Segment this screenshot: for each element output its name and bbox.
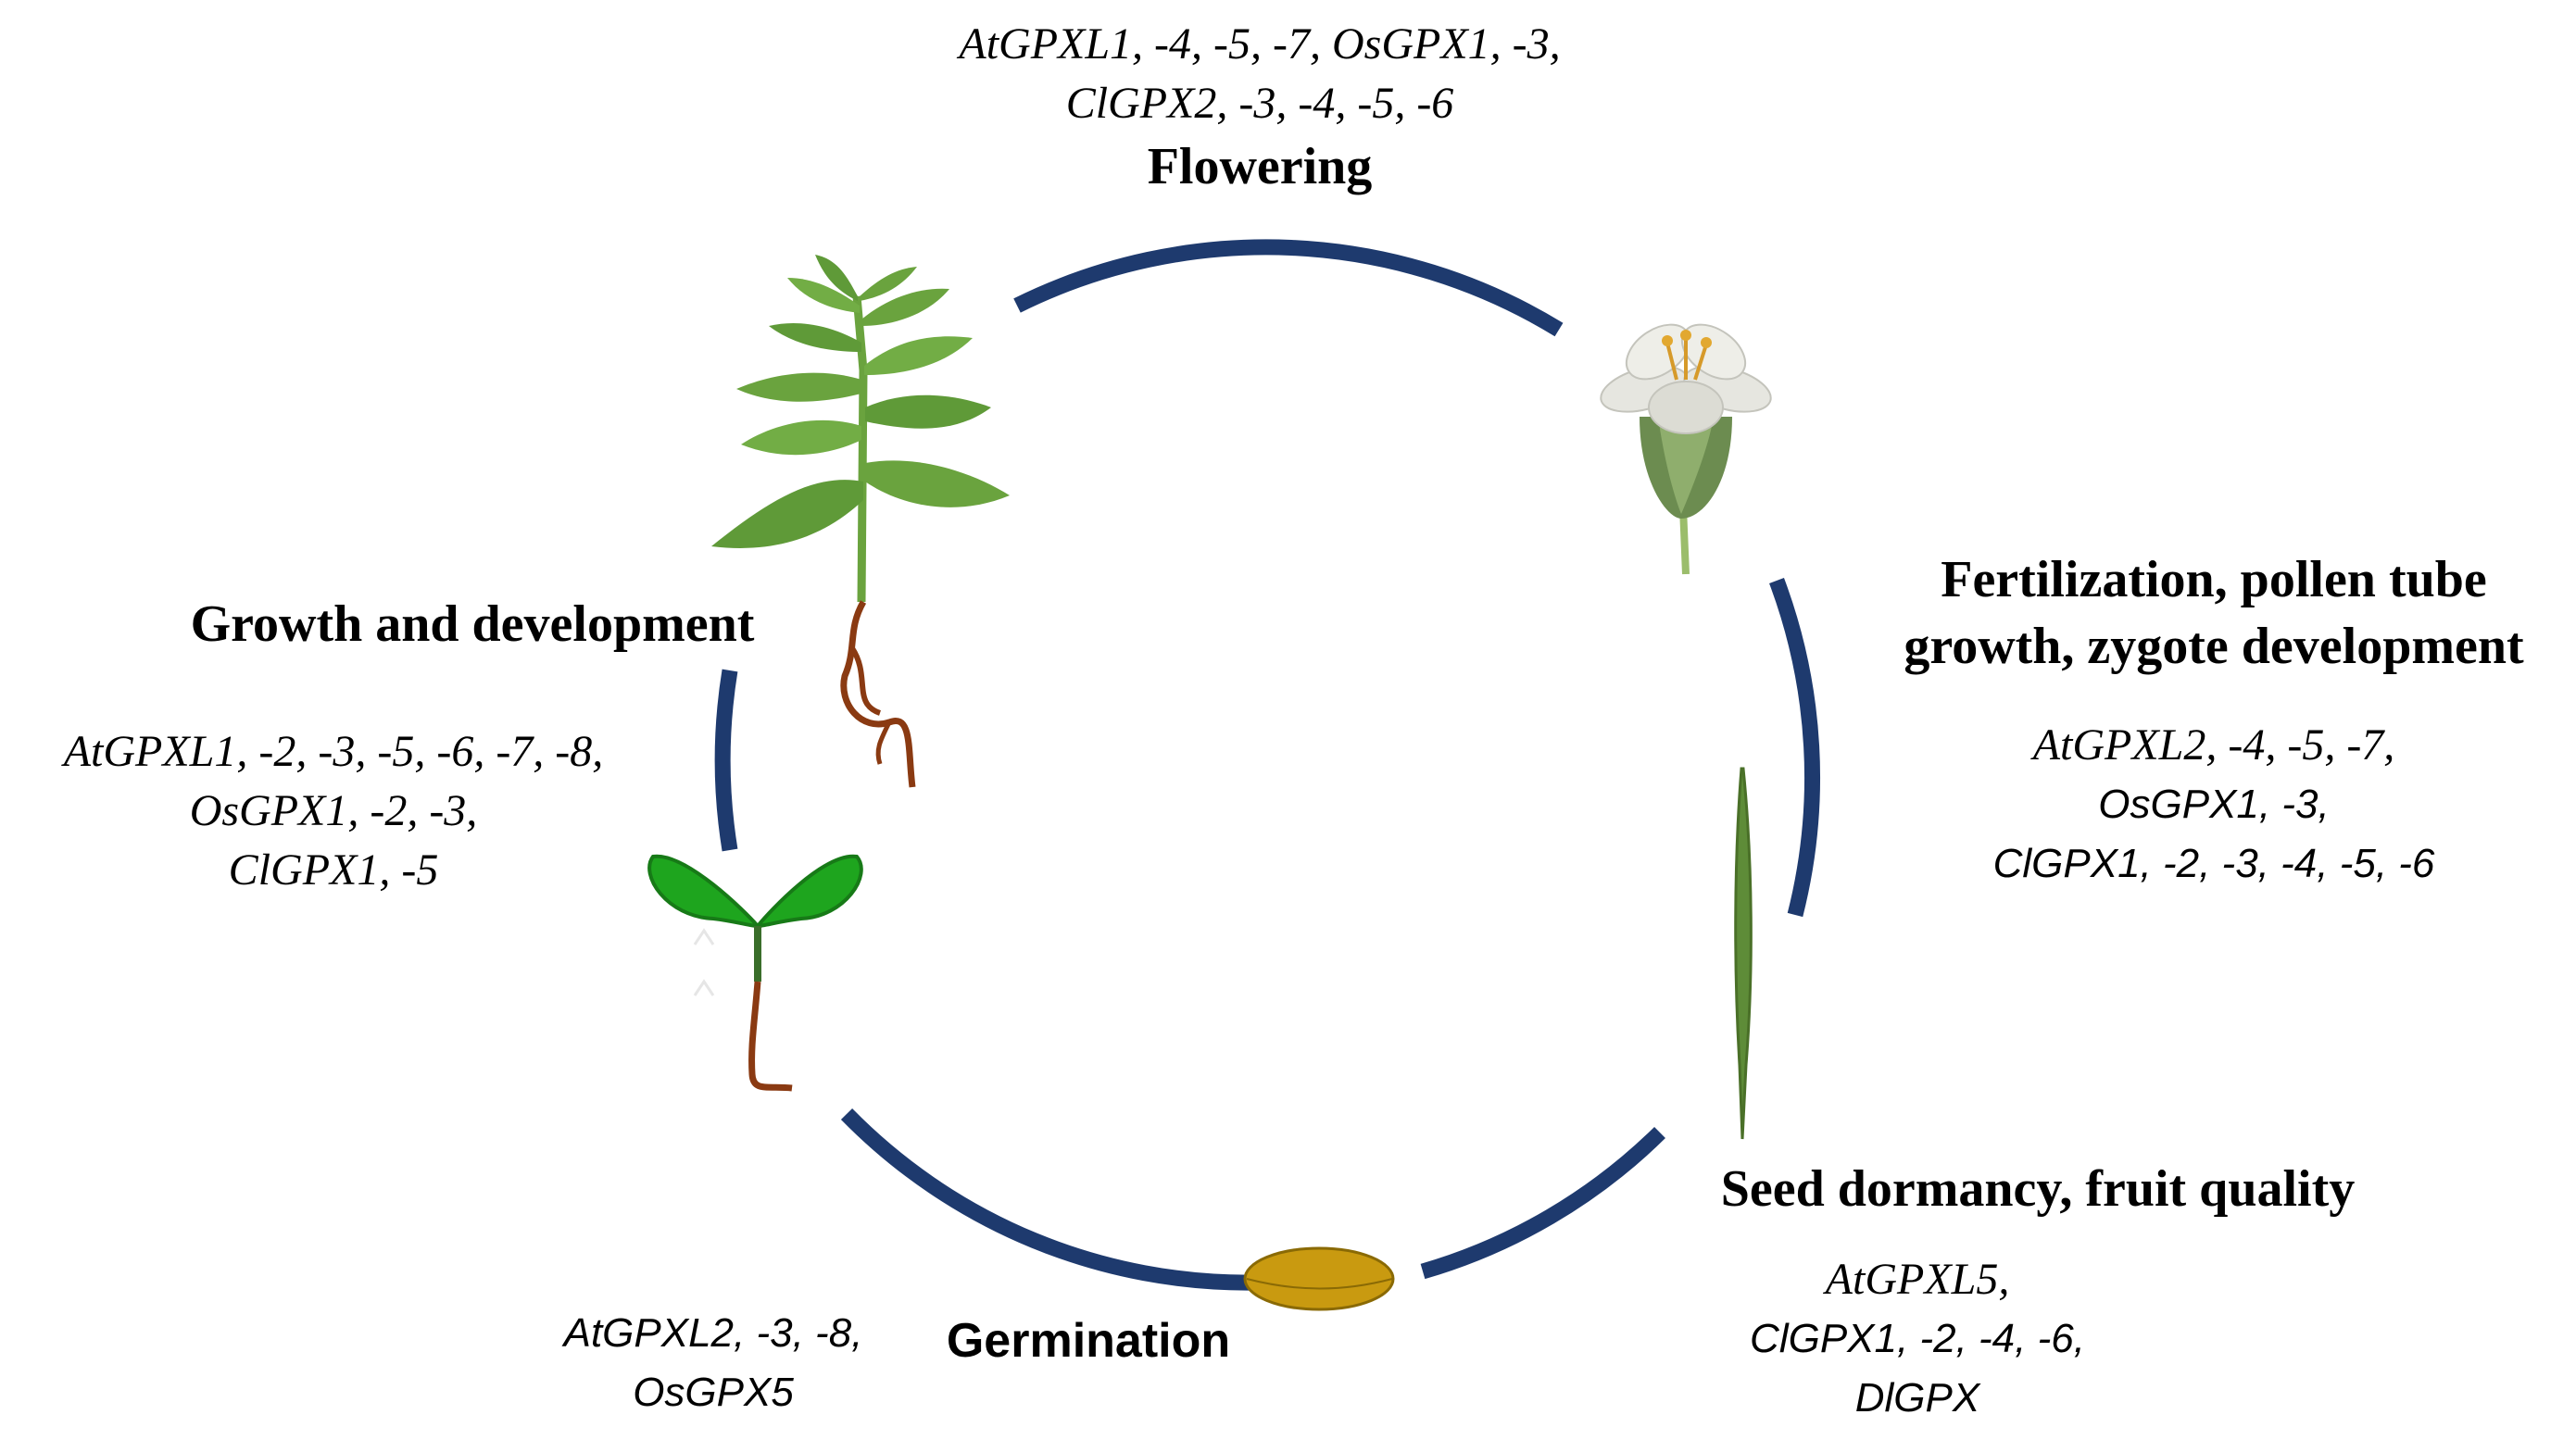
germination-title: Germination <box>946 1314 1231 1368</box>
germination-genes: AtGPXL2, -3, -8, OsGPX5 <box>519 1304 908 1422</box>
cycle-arc-right <box>1769 578 1820 918</box>
fertilization-title-line: growth, zygote development <box>1904 618 2524 675</box>
fertilization-title: Fertilization, pollen tube growth, zygot… <box>1862 546 2566 680</box>
fertilization-genes-line: AtGPXL2, -4, -5, -7, <box>2032 720 2395 770</box>
cycle-arc-left <box>714 669 738 852</box>
seedling-icon <box>647 854 863 1092</box>
cycle-arc-top <box>1013 239 1564 337</box>
seed-dormancy-genes: AtGPXL5, ClGPX1, -2, -4, -6, DlGPX <box>1686 1250 2149 1428</box>
seed-dormancy-title: Seed dormancy, fruit quality <box>1720 1160 2356 1218</box>
fertilization-title-line: Fertilization, pollen tube <box>1941 551 2487 608</box>
seed-dormancy-genes-line: DlGPX <box>1854 1375 1980 1421</box>
growth-genes-line: ClGPX1, -5 <box>228 845 439 895</box>
flowering-genes-line: AtGPXL1, -4, -5, -7, OsGPX1, -3, <box>959 19 1561 69</box>
growth-title: Growth and development <box>190 595 755 653</box>
seed-dormancy-genes-line: AtGPXL5, <box>1825 1255 2010 1304</box>
plant-icon <box>711 255 1010 788</box>
germination-genes-line: OsGPX5 <box>633 1370 794 1415</box>
flower-icon <box>1600 323 1772 575</box>
flowering-genes-line: ClGPX2, -3, -4, -5, -6 <box>1065 79 1454 128</box>
cycle-arc-bottom-left <box>840 1108 1257 1291</box>
fertilization-genes: AtGPXL2, -4, -5, -7, OsGPX1, -3, ClGPX1,… <box>1936 716 2492 894</box>
flowering-title: Flowering <box>1147 138 1373 195</box>
fertilization-genes-line: ClGPX1, -2, -3, -4, -5, -6 <box>1992 841 2435 886</box>
growth-genes: AtGPXL1, -2, -3, -5, -6, -7, -8, OsGPX1,… <box>9 722 658 900</box>
fertilization-genes-line: OsGPX1, -3, <box>2098 782 2330 827</box>
cycle-arc-bottom-right <box>1420 1126 1665 1280</box>
growth-genes-line: OsGPX1, -2, -3, <box>189 786 478 835</box>
seed-icon <box>1243 1246 1395 1311</box>
seed-dormancy-genes-line: ClGPX1, -2, -4, -6, <box>1750 1316 2085 1361</box>
silique-icon <box>1734 767 1753 1140</box>
growth-genes-line: AtGPXL1, -2, -3, -5, -6, -7, -8, <box>63 727 604 776</box>
germination-genes-line: AtGPXL2, -3, -8, <box>563 1310 863 1356</box>
flowering-genes: AtGPXL1, -4, -5, -7, OsGPX1, -3, ClGPX2,… <box>926 15 1593 133</box>
